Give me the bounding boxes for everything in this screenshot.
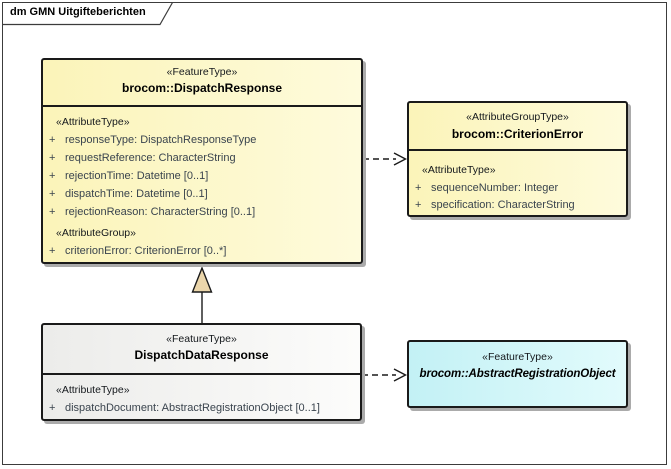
class-box-dispatch-response[interactable]: «FeatureType» brocom::DispatchResponse «… xyxy=(41,58,363,264)
attribute-row: + specification: CharacterString xyxy=(409,198,626,212)
attribute-row: + dispatchDocument: AbstractRegistration… xyxy=(43,401,360,415)
class-name: DispatchDataResponse xyxy=(134,348,269,362)
attribute-text: rejectionTime: Datetime [0..1] xyxy=(65,170,209,182)
attribute-row: + criterionError: CriterionError [0..*] xyxy=(43,244,361,258)
class-stereotype: «AttributeGroupType» xyxy=(466,111,569,123)
compartment-divider xyxy=(409,149,626,151)
attribute-row: + responseType: DispatchResponseType xyxy=(43,133,361,147)
attribute-section-header: «AttributeType» xyxy=(56,384,130,396)
open-arrowhead-icon xyxy=(393,368,408,382)
attribute-row: + rejectionReason: CharacterString [0..1… xyxy=(43,205,361,219)
attribute-section-header: «AttributeType» xyxy=(56,116,130,128)
visibility-symbol: + xyxy=(415,182,422,194)
visibility-symbol: + xyxy=(49,188,56,200)
visibility-symbol: + xyxy=(49,152,56,164)
visibility-symbol: + xyxy=(415,199,422,211)
class-box-criterion-error[interactable]: «AttributeGroupType» brocom::CriterionEr… xyxy=(407,101,628,217)
class-stereotype: «FeatureType» xyxy=(166,333,237,345)
compartment-divider xyxy=(43,373,360,375)
class-box-dispatch-data-response[interactable]: «FeatureType» DispatchDataResponse «Attr… xyxy=(41,323,362,421)
attribute-row: + sequenceNumber: Integer xyxy=(409,181,626,195)
attribute-row: + dispatchTime: Datetime [0..1] xyxy=(43,187,361,201)
attribute-section-header: «AttributeType» xyxy=(422,164,496,176)
attribute-row: + requestReference: CharacterString xyxy=(43,151,361,165)
generalization-triangle-icon xyxy=(191,266,213,293)
diagram-frame xyxy=(2,2,667,465)
attribute-text: responseType: DispatchResponseType xyxy=(65,134,257,146)
visibility-symbol: + xyxy=(49,134,56,146)
attribute-row: + rejectionTime: Datetime [0..1] xyxy=(43,169,361,183)
attribute-text: rejectionReason: CharacterString [0..1] xyxy=(65,206,256,218)
generalization-connector[interactable] xyxy=(191,266,213,323)
visibility-symbol: + xyxy=(49,206,56,218)
class-stereotype: «FeatureType» xyxy=(482,351,553,363)
class-box-abstract-registration-object[interactable]: «FeatureType» brocom::AbstractRegistrati… xyxy=(407,340,628,408)
open-arrowhead-icon xyxy=(393,152,408,166)
attribute-text: criterionError: CriterionError [0..*] xyxy=(65,245,227,257)
visibility-symbol: + xyxy=(49,402,56,414)
attribute-text: sequenceNumber: Integer xyxy=(431,182,559,194)
attribute-text: specification: CharacterString xyxy=(431,199,575,211)
class-name: brocom::DispatchResponse xyxy=(121,81,283,95)
attribute-text: requestReference: CharacterString xyxy=(65,152,236,164)
frame-tab-outline xyxy=(2,2,174,26)
class-name: brocom::AbstractRegistrationObject xyxy=(419,368,616,380)
attribute-text: dispatchDocument: AbstractRegistrationOb… xyxy=(65,402,320,414)
dependency-connector-abstract-registration-object[interactable] xyxy=(362,368,408,382)
visibility-symbol: + xyxy=(49,245,56,257)
attribute-text: dispatchTime: Datetime [0..1] xyxy=(65,188,208,200)
compartment-divider xyxy=(43,105,361,107)
class-name: brocom::CriterionError xyxy=(451,127,584,141)
visibility-symbol: + xyxy=(49,170,56,182)
dependency-connector-criterion-error[interactable] xyxy=(363,152,408,166)
class-stereotype: «FeatureType» xyxy=(166,66,238,78)
diagram-title: dm GMN Uitgifteberichten xyxy=(10,6,146,18)
attribute-group-section-header: «AttributeGroup» xyxy=(56,227,136,239)
